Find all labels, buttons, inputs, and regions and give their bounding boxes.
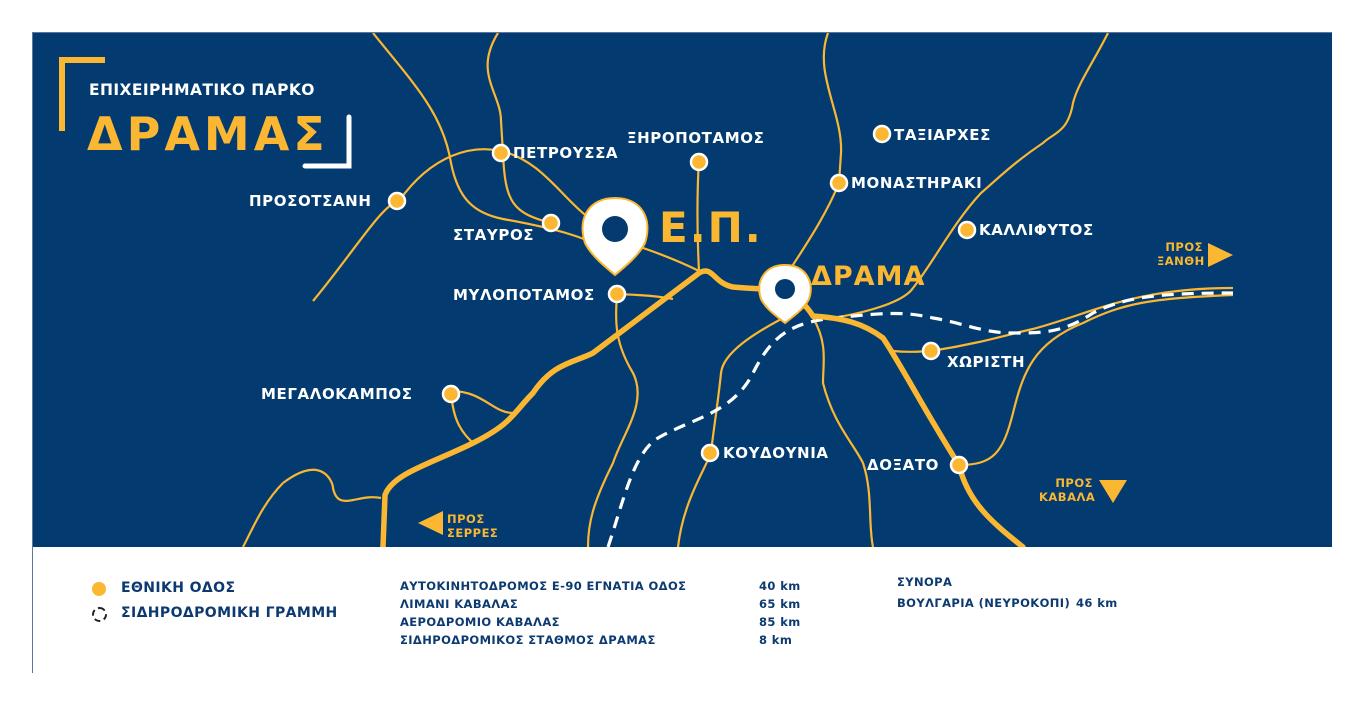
railway-dashed-circle-icon	[92, 607, 107, 622]
legend: ΕΘΝΙΚΗ ΟΔΟΣ ΣΙΔΗΡΟΔΡΟΜΙΚΗ ΓΡΑΜΜΗ ΑΥΤΟΚΙΝ…	[33, 547, 1332, 673]
town-xiropotamos: ΞΗΡΟΠΟΤΑΜΟΣ	[627, 129, 765, 147]
arrow-left-icon	[418, 511, 443, 535]
direction-kavala-line1: ΠΡΟΣ	[1055, 476, 1093, 490]
arrow-right-icon	[1208, 243, 1233, 267]
distance-label-0: ΑΥΤΟΚΙΝΗΤΟΔΡΟΜΟΣ Ε-90 ΕΓΝΑΤΙΑ ΟΔΟΣ	[400, 579, 687, 593]
national-roads	[380, 268, 1026, 547]
arrow-down-icon	[1099, 480, 1127, 503]
town-dot-stavros	[541, 213, 561, 233]
title-line1: ΕΠΙΧΕΙΡΗΜΑΤΙΚΟ ΠΑΡΚΟ	[89, 81, 315, 99]
title-bracket-left	[59, 57, 105, 131]
town-prosotsani: ΠΡΟΣΟΤΣΑΝΗ	[249, 192, 372, 210]
town-dot-doxato	[949, 455, 969, 475]
drama-pin-icon	[758, 263, 812, 325]
town-petroussa: ΠΕΤΡΟΥΣΣΑ	[513, 144, 619, 162]
title-bracket-right	[302, 114, 352, 169]
town-dot-mylopotamos	[607, 284, 627, 304]
town-dot-taxiarches	[872, 124, 892, 144]
railway-line	[606, 291, 1234, 547]
town-dot-megalokampos	[441, 384, 461, 404]
borders-heading: ΣΥΝΟΡΑ	[897, 575, 953, 589]
business-park-label: Ε.Π.	[659, 203, 763, 252]
title-line2: ΔΡΑΜΑΣ	[87, 107, 329, 161]
drama-label: ΔΡΑΜΑ	[811, 261, 926, 292]
town-dot-xiropotamos	[689, 152, 709, 172]
town-dot-choristi	[921, 341, 941, 361]
distance-value-1: 65 km	[759, 597, 801, 611]
distance-value-2: 85 km	[759, 615, 801, 629]
borders-value: 46 km	[1076, 596, 1118, 610]
direction-xanthi-line1: ΠΡΟΣ	[1165, 240, 1203, 254]
road-network	[59, 33, 1234, 547]
borders-label: ΒΟΥΛΓΑΡΙΑ (ΝΕΥΡΟΚΟΠΙ)	[897, 596, 1071, 610]
town-koudounia: ΚΟΥΔΟΥΝΙΑ	[723, 444, 829, 462]
business-park-pin-icon	[581, 196, 649, 277]
distance-label-1: ΛΙΜΑΝΙ ΚΑΒΑΛΑΣ	[400, 597, 519, 611]
town-dot-petroussa	[491, 143, 511, 163]
town-dot-kallifytos	[957, 220, 977, 240]
direction-xanthi: ΠΡΟΣ ΞΑΝΘΗ	[1157, 240, 1205, 268]
direction-serres-line2: ΣΕΡΡΕΣ	[447, 526, 499, 540]
distance-value-0: 40 km	[759, 579, 801, 593]
town-stavros: ΣΤΑΥΡΟΣ	[453, 226, 535, 244]
town-mylopotamos: ΜΥΛΟΠΟΤΑΜΟΣ	[453, 286, 595, 304]
map-area: ΕΠΙΧΕΙΡΗΜΑΤΙΚΟ ΠΑΡΚΟ ΔΡΑΜΑΣ Ε.Π. ΔΡΑΜΑ Π…	[33, 33, 1332, 547]
distance-label-2: ΑΕΡΟΔΡΟΜΙΟ ΚΑΒΑΛΑΣ	[400, 615, 560, 629]
distance-value-3: 8 km	[759, 633, 793, 647]
direction-xanthi-line2: ΞΑΝΘΗ	[1157, 254, 1205, 268]
town-dot-monastiraki	[829, 173, 849, 193]
town-kallifytos: ΚΑΛΛΙΦΥΤΟΣ	[979, 221, 1094, 239]
town-choristi: ΧΩΡΙΣΤΗ	[947, 353, 1026, 371]
direction-serres: ΠΡΟΣ ΣΕΡΡΕΣ	[447, 512, 498, 540]
direction-kavala: ΠΡΟΣ ΚΑΒΑΛΑ	[1039, 476, 1096, 504]
town-doxato: ΔΟΞΑΤΟ	[867, 456, 940, 474]
direction-serres-line1: ΠΡΟΣ	[447, 512, 485, 526]
map-frame: ΕΠΙΧΕΙΡΗΜΑΤΙΚΟ ΠΑΡΚΟ ΔΡΑΜΑΣ Ε.Π. ΔΡΑΜΑ Π…	[32, 32, 1332, 673]
town-dot-prosotsani	[387, 191, 407, 211]
town-dots	[387, 124, 977, 475]
national-road-dot-icon	[92, 582, 106, 596]
town-taxiarches: ΤΑΞΙΑΡΧΕΣ	[894, 126, 991, 144]
legend-national-road: ΕΘΝΙΚΗ ΟΔΟΣ	[121, 580, 236, 596]
town-monastiraki: ΜΟΝΑΣΤΗΡΑΚΙ	[851, 174, 983, 192]
direction-kavala-line2: ΚΑΒΑΛΑ	[1039, 490, 1096, 504]
town-dot-koudounia	[700, 443, 720, 463]
town-megalokampos: ΜΕΓΑΛΟΚΑΜΠΟΣ	[261, 385, 413, 403]
distance-label-3: ΣΙΔΗΡΟΔΡΟΜΙΚΟΣ ΣΤΑΘΜΟΣ ΔΡΑΜΑΣ	[400, 633, 656, 647]
legend-railway: ΣΙΔΗΡΟΔΡΟΜΙΚΗ ΓΡΑΜΜΗ	[121, 605, 338, 621]
